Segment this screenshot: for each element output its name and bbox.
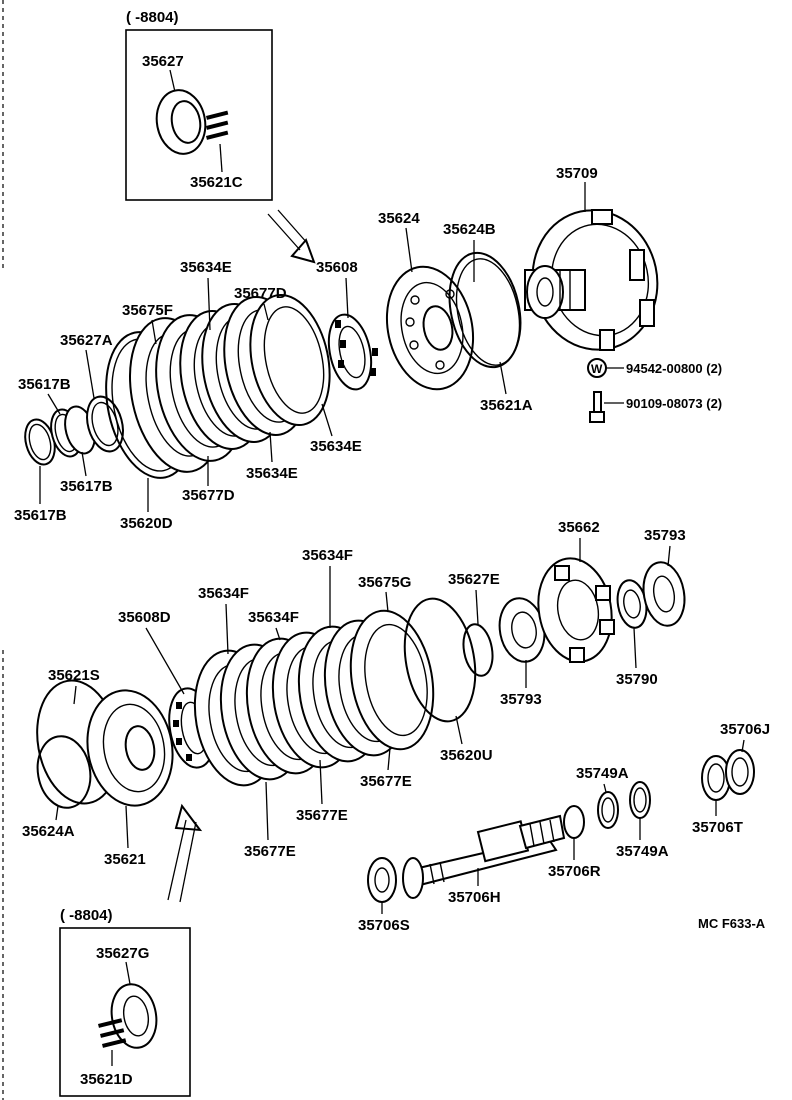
- label-35627E: 35627E: [448, 571, 500, 588]
- part-35627-seal: [155, 89, 207, 155]
- top-clutch-pack: [129, 293, 331, 473]
- label-35620D: 35620D: [120, 515, 173, 532]
- label-35624A: 35624A: [22, 823, 75, 840]
- part-35706R-snap-ring: [563, 805, 585, 839]
- part-35749A-ring-1: [597, 791, 619, 829]
- part-35624B-o-ring: [448, 251, 522, 369]
- washer-and-bolt: W: [587, 358, 624, 423]
- label-35793-bot: 35793: [500, 691, 542, 708]
- label-35662: 35662: [558, 519, 600, 536]
- part-35706J-ring: [725, 749, 755, 795]
- label-35675G: 35675G: [358, 574, 411, 591]
- bottom-clutch-pack: [193, 609, 435, 787]
- top-inset-box: [125, 29, 273, 201]
- label-35677D-bot: 35677D: [182, 487, 235, 504]
- part-35706H-shaft: [402, 814, 566, 899]
- label-35617B-c: 35617B: [14, 507, 67, 524]
- top-left-rings: [24, 395, 124, 466]
- label-35617B-b: 35617B: [60, 478, 113, 495]
- part-35793-washer-left: [498, 597, 546, 663]
- label-35634F-top: 35634F: [302, 547, 353, 564]
- bottom-inset: ( -8804) 35627G 35621D: [59, 907, 191, 1097]
- part-90109-bolt: [593, 391, 602, 415]
- label-35634F-low: 35634F: [248, 609, 299, 626]
- part-35621D-springs: [97, 1018, 127, 1048]
- label-35706J: 35706J: [720, 721, 770, 738]
- part-35627E-ring: [462, 623, 494, 677]
- label-35706T: 35706T: [692, 819, 743, 836]
- label-35621D: 35621D: [80, 1071, 133, 1088]
- part-35621C-springs: [206, 110, 229, 140]
- label-35706H: 35706H: [448, 889, 501, 906]
- label-35749A-a: 35749A: [576, 765, 629, 782]
- part-35709-clutch-drum: [524, 209, 659, 351]
- part-35675G-plate: [349, 609, 435, 751]
- arrow-bottom: [167, 803, 203, 903]
- part-35620U-snap-ring: [403, 597, 477, 723]
- label-35624: 35624: [378, 210, 420, 227]
- label-35634E-top: 35634E: [180, 259, 232, 276]
- label-35749A-b: 35749A: [616, 843, 669, 860]
- label-35706S: 35706S: [358, 917, 410, 934]
- part-35624-piston: [385, 265, 475, 391]
- part-35627G-seal: [110, 983, 158, 1049]
- label-35677E-a: 35677E: [360, 773, 412, 790]
- bottom-inset-date-range: ( -8804): [60, 907, 113, 924]
- arrow-top: [267, 209, 316, 264]
- label-94542: 94542-00800 (2): [626, 361, 722, 376]
- label-35677D-top: 35677D: [234, 285, 287, 302]
- part-35793-washer-right: [642, 561, 686, 627]
- label-35677E-b: 35677E: [296, 807, 348, 824]
- part-35621-piston: [86, 689, 174, 807]
- label-35621C: 35621C: [190, 174, 243, 191]
- label-35608D: 35608D: [118, 609, 171, 626]
- label-35608: 35608: [316, 259, 358, 276]
- label-35634F-mid: 35634F: [198, 585, 249, 602]
- top-inset-date-range: ( -8804): [126, 9, 179, 26]
- label-35634E-low: 35634E: [246, 465, 298, 482]
- part-35706S-washer: [367, 857, 397, 903]
- label-35706R: 35706R: [548, 863, 601, 880]
- bottom-inset-box: [59, 927, 191, 1097]
- part-35624A-o-ring: [36, 735, 92, 809]
- label-35793-top: 35793: [644, 527, 686, 544]
- label-35677E-c: 35677E: [244, 843, 296, 860]
- part-35608-spring-retainer: [327, 313, 378, 391]
- label-35627G: 35627G: [96, 945, 149, 962]
- label-35790: 35790: [616, 671, 658, 688]
- label-35621: 35621: [104, 851, 146, 868]
- label-35617B-a: 35617B: [18, 376, 71, 393]
- label-35634E-mid: 35634E: [310, 438, 362, 455]
- part-35662-hub: [537, 557, 615, 663]
- label-35624B: 35624B: [443, 221, 496, 238]
- label-35621S: 35621S: [48, 667, 100, 684]
- label-35627A: 35627A: [60, 332, 113, 349]
- label-35709: 35709: [556, 165, 598, 182]
- label-35621A: 35621A: [480, 397, 533, 414]
- svg-text:W: W: [591, 362, 603, 376]
- label-35675F: 35675F: [122, 302, 173, 319]
- label-35627: 35627: [142, 53, 184, 70]
- label-90109: 90109-08073 (2): [626, 396, 722, 411]
- label-35620U: 35620U: [440, 747, 493, 764]
- top-inset: ( -8804) 35627 35621C: [125, 9, 273, 201]
- diagram-code: MC F633-A: [698, 916, 766, 931]
- part-35621A-o-ring: [455, 258, 521, 366]
- part-35677D-plate-3: [249, 293, 331, 427]
